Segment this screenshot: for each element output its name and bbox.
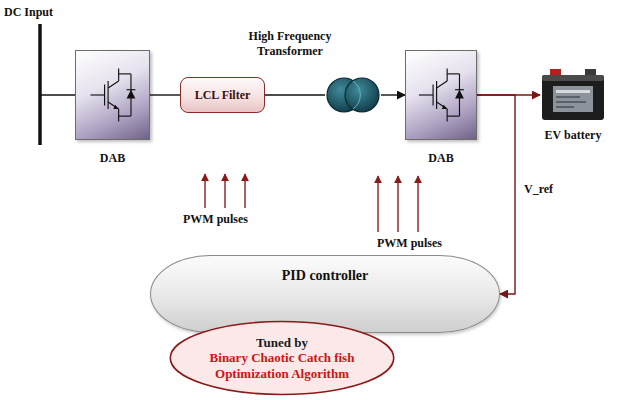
battery-illustration: [540, 68, 606, 122]
node-label: High Frequency Transformer: [230, 29, 350, 58]
filter-box: LCL Filter: [180, 77, 265, 113]
converter-box: DAB: [75, 50, 150, 140]
node-label: DAB: [428, 151, 453, 165]
signal-label: V_ref: [522, 182, 555, 196]
transformer-coils: [325, 72, 381, 118]
dc-bus-bar: [38, 24, 42, 145]
battery-icon: EV battery: [540, 68, 606, 122]
node-label: Tuned by: [256, 335, 308, 350]
input-label: DC Input: [4, 5, 53, 19]
converter-box: DAB: [405, 50, 477, 140]
optimizer-ellipse: Tuned byBinary Chaotic Catch fish Optimi…: [168, 320, 396, 396]
pwm-arrows: [205, 174, 245, 208]
connector-line: [477, 95, 515, 294]
node-label: LCL Filter: [195, 88, 251, 102]
signal-label: PWM pulses: [183, 212, 248, 226]
connector-line: [150, 94, 180, 95]
igbt-symbol: [406, 51, 476, 139]
connector-line: [381, 94, 405, 95]
node-body-text: Binary Chaotic Catch fish Optimization A…: [197, 350, 367, 381]
dc-input-wire: [40, 94, 75, 95]
igbt-symbol: [76, 51, 149, 139]
node-label: DAB: [100, 151, 125, 165]
node-label: PID controller: [282, 268, 368, 285]
controller-box: PID controller: [150, 255, 500, 333]
pwm-arrows: [378, 176, 418, 232]
transformer-symbol: High Frequency Transformer: [325, 72, 381, 118]
signal-label: PWM pulses: [377, 236, 442, 250]
connector-line: [265, 94, 325, 95]
node-label: EV battery: [545, 128, 602, 142]
